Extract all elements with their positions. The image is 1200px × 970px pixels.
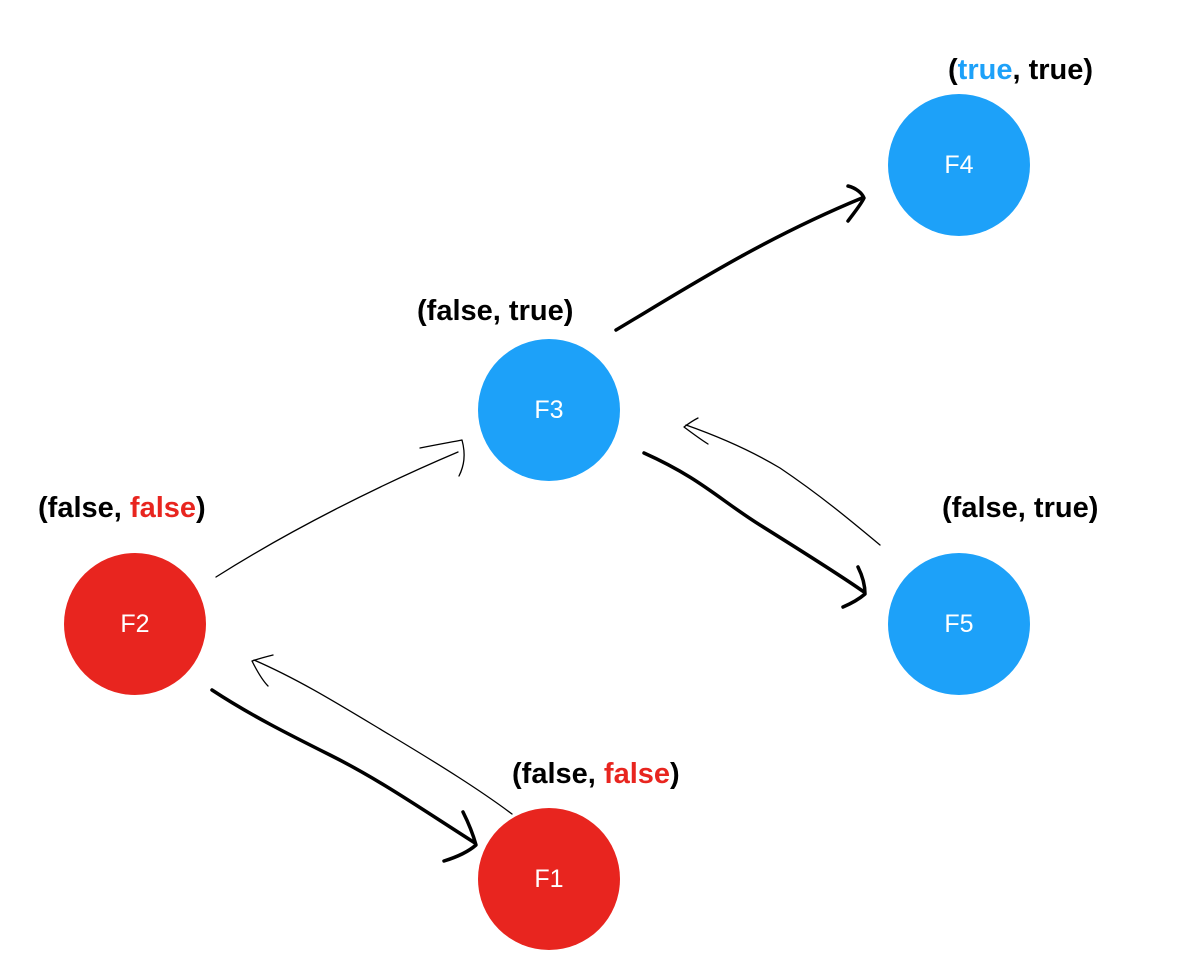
state-close-paren: ) — [563, 295, 574, 327]
state-label-f3: (false, true) — [417, 297, 573, 326]
edge-f5-to-f3-arrowhead — [683, 417, 709, 445]
state-separator: , — [587, 758, 604, 790]
state-first-value: false — [47, 492, 114, 524]
state-open-paren: ( — [512, 758, 522, 790]
state-first-value: true — [957, 54, 1013, 86]
edge-f1-to-f2-arrowhead — [251, 654, 274, 687]
state-label-f1: (false, false) — [512, 760, 680, 789]
node-f2-label: F2 — [120, 609, 150, 638]
node-f1-label: F1 — [534, 864, 564, 893]
node-f2[interactable]: F2 — [64, 553, 206, 695]
node-f3-label: F3 — [534, 395, 564, 424]
state-label-f2: (false, false) — [38, 494, 206, 523]
state-close-paren: ) — [1083, 54, 1094, 86]
edge-f1-to-f2 — [253, 659, 513, 815]
edge-f5-to-f3 — [685, 424, 881, 546]
state-open-paren: ( — [38, 492, 48, 524]
edge-f2-to-f1-arrowhead — [442, 810, 478, 863]
state-separator: , — [492, 295, 509, 327]
state-close-paren: ) — [196, 492, 206, 524]
state-separator: , — [1017, 492, 1034, 524]
node-f3[interactable]: F3 — [478, 339, 620, 481]
state-close-paren: ) — [670, 758, 680, 790]
edge-f3-to-f4-arrowhead — [846, 184, 866, 223]
edge-f3-to-f4 — [614, 196, 864, 332]
state-separator: , — [1012, 54, 1029, 86]
state-second-value: true — [1028, 54, 1084, 86]
node-f5-label: F5 — [944, 609, 974, 638]
edge-f2-to-f3 — [215, 451, 459, 578]
state-first-value: false — [951, 492, 1018, 524]
state-second-value: true — [508, 295, 564, 327]
state-separator: , — [113, 492, 130, 524]
node-f1[interactable]: F1 — [478, 808, 620, 950]
state-open-paren: ( — [948, 54, 958, 86]
state-close-paren: ) — [1088, 492, 1099, 524]
state-label-f4: (true, true) — [948, 56, 1093, 85]
state-open-paren: ( — [942, 492, 952, 524]
state-second-value: false — [129, 492, 197, 524]
edge-f2-to-f3-arrowhead — [419, 439, 465, 477]
state-first-value: false — [521, 758, 588, 790]
state-first-value: false — [426, 295, 493, 327]
node-f4[interactable]: F4 — [888, 94, 1030, 236]
node-f5[interactable]: F5 — [888, 553, 1030, 695]
edge-f2-to-f1 — [210, 688, 477, 845]
state-second-value: false — [603, 758, 671, 790]
state-second-value: true — [1033, 492, 1089, 524]
state-open-paren: ( — [417, 295, 427, 327]
node-f4-label: F4 — [944, 150, 974, 179]
edge-f3-to-f5 — [642, 451, 866, 594]
state-label-f5: (false, true) — [942, 494, 1098, 523]
edge-f3-to-f5-arrowhead — [841, 565, 867, 609]
